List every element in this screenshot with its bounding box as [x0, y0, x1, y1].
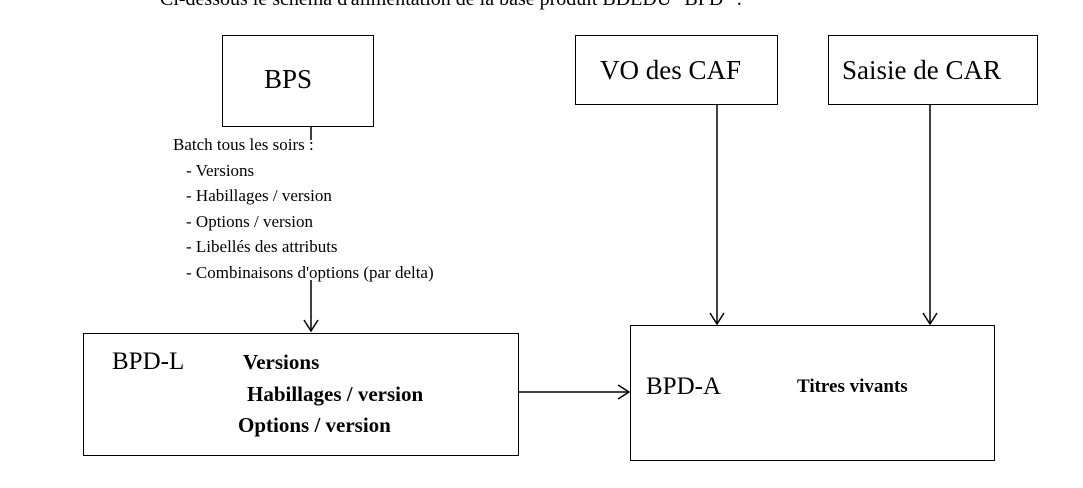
batch-item: - Versions [186, 160, 255, 180]
bpdl-box [83, 333, 519, 456]
bpdl-item: Habillages / version [247, 382, 424, 406]
bpda-title: BPD-A [646, 373, 722, 400]
car-label: Saisie de CAR [842, 55, 1001, 85]
bpda-item: Titres vivants [797, 376, 908, 397]
batch-item: - Options / version [186, 211, 314, 231]
bps-label: BPS [264, 64, 313, 94]
car-box [828, 35, 1038, 105]
bpdl-item: Versions [243, 350, 320, 374]
batch-item: - Libellés des attributs [186, 237, 338, 256]
bps-box [222, 35, 374, 127]
bpdl-item: Options / version [238, 413, 391, 437]
bpdl-title: BPD-L [112, 348, 185, 375]
caption: Ci-dessous le schéma d'alimentation de l… [160, 0, 742, 11]
batch-item: - Habillages / version [186, 186, 332, 205]
batch-title: Batch tous les soirs : [173, 135, 314, 154]
vo-box [575, 35, 778, 105]
bpda-box [630, 325, 995, 461]
batch-note: Batch tous les soirs : - Versions - Habi… [173, 132, 434, 285]
vo-label: VO des CAF [600, 55, 742, 85]
batch-item: - Combinaisons d'options (par delta) [186, 262, 434, 282]
